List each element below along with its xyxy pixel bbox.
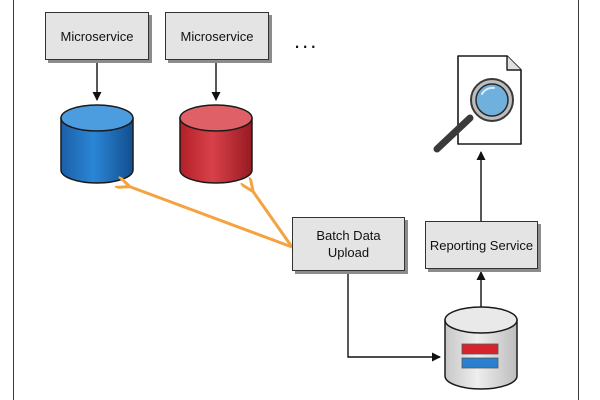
- frame-right-border: [578, 0, 579, 400]
- microservice-1-label: Microservice: [60, 28, 134, 44]
- edge-batch-to-db2: [252, 190, 294, 248]
- microservice-1-box: Microservice: [45, 12, 149, 60]
- document-magnifier-icon: [433, 55, 522, 153]
- edge-batch-to-db1: [128, 186, 293, 249]
- table-rows-icon: [461, 343, 499, 369]
- microservice-1-database: [60, 104, 134, 184]
- microservice-2-box: Microservice: [165, 12, 269, 60]
- reporting-database: [444, 306, 518, 390]
- microservice-2-label: Microservice: [180, 28, 254, 44]
- more-services-ellipsis: ...: [294, 28, 319, 53]
- reporting-service-box: Reporting Service: [425, 221, 538, 269]
- edge-batch-to-reporting-db: [347, 271, 441, 362]
- batch-label-line1: Batch Data: [316, 228, 381, 243]
- microservice-2-database: [179, 104, 253, 184]
- batch-data-upload-box: Batch Data Upload: [292, 217, 405, 271]
- reporting-service-label: Reporting Service: [429, 237, 534, 253]
- frame-left-border: [13, 0, 14, 400]
- batch-label-line2: Upload: [327, 245, 370, 260]
